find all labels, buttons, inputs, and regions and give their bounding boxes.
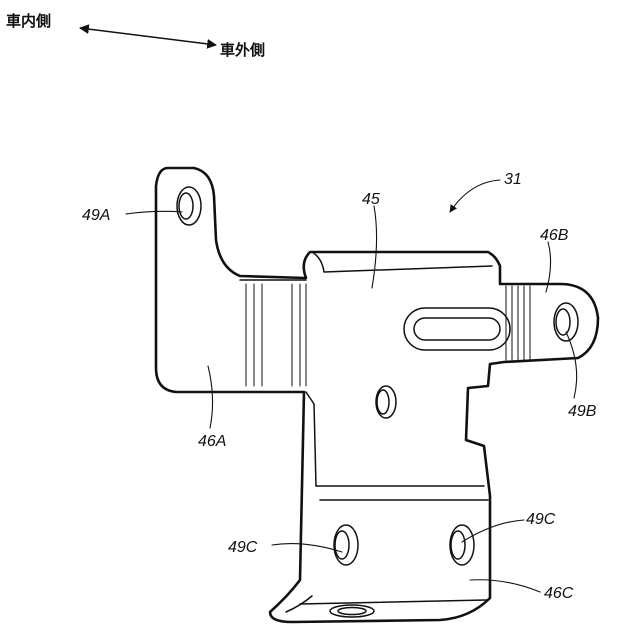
hole-49C-left — [334, 525, 358, 565]
direction-indicator: 車内側 車外側 — [6, 12, 265, 59]
label-49A: 49A — [82, 207, 110, 224]
label-46B: 46B — [540, 227, 569, 244]
reference-labels: 31 45 46B 49A 49B 46A 49C 49C 46C — [82, 171, 597, 602]
vertical-edge-left — [306, 392, 316, 486]
leader-49C-left — [272, 544, 342, 552]
outer-side-label: 車外側 — [220, 41, 265, 59]
leader-49A — [126, 211, 182, 214]
slot — [404, 308, 510, 350]
label-46A: 46A — [198, 433, 226, 450]
hole-center — [376, 386, 396, 418]
left-bend-ribs — [246, 284, 306, 386]
label-49C-left: 49C — [228, 539, 258, 556]
label-49B: 49B — [568, 403, 597, 420]
label-45: 45 — [362, 191, 380, 208]
leader-45 — [372, 206, 377, 288]
hole-49A — [177, 187, 201, 225]
hole-49C-right — [450, 525, 474, 565]
top-fold-edge — [312, 252, 492, 272]
leader-46A — [208, 366, 213, 428]
label-31: 31 — [504, 171, 522, 188]
direction-arrow — [80, 28, 216, 45]
bottom-flange-bottom-edge — [300, 600, 486, 604]
leader-31 — [450, 180, 500, 212]
leader-lines — [126, 180, 577, 592]
inner-side-label: 車内側 — [6, 12, 51, 30]
leader-46C — [470, 580, 540, 592]
label-46C: 46C — [544, 585, 574, 602]
leader-49B — [566, 332, 577, 398]
label-49C-right: 49C — [526, 511, 556, 528]
hole-bottom-flange — [330, 605, 374, 617]
hole-49B — [554, 303, 578, 341]
